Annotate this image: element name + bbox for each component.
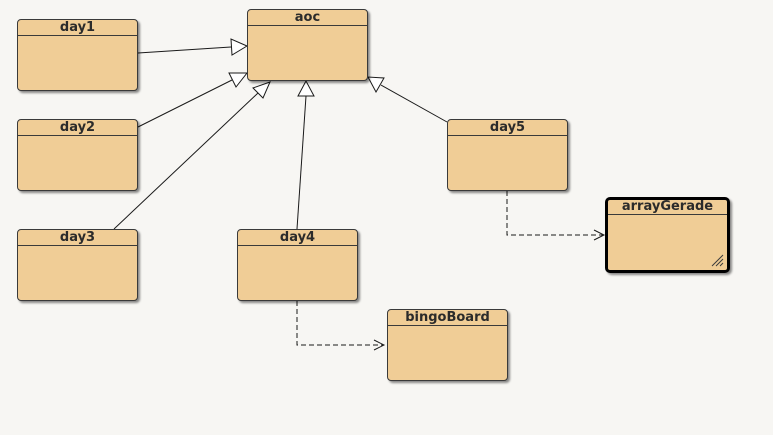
inheritance-line-day1-aoc [137,46,232,54]
class-day1-title: day1 [18,20,137,36]
class-day2-title: day2 [18,120,137,136]
dependency-line-day4-bingoboard [296,301,383,346]
class-day2[interactable]: day2 [17,119,138,191]
class-arraygerade[interactable]: arrayGerade [605,197,730,273]
inheritance-arrowhead-day5 [367,76,385,94]
resize-grip-icon [711,254,724,267]
class-day5[interactable]: day5 [447,119,568,191]
class-day3-title: day3 [18,230,137,246]
class-day3[interactable]: day3 [17,229,138,301]
inheritance-line-day4-aoc [296,95,307,230]
dependency-line-day5-arraygerade [506,191,603,236]
class-day1[interactable]: day1 [17,19,138,91]
inheritance-line-day2-aoc [137,79,233,128]
class-bingoboard-title: bingoBoard [388,310,507,326]
class-day4-title: day4 [238,230,357,246]
class-aoc-title: aoc [248,10,367,26]
inheritance-arrowhead-day3 [252,81,271,99]
class-bingoboard[interactable]: bingoBoard [387,309,508,381]
inheritance-line-day5-aoc [380,84,448,123]
dependency-arrowhead-arraygerade [593,229,606,241]
class-aoc[interactable]: aoc [247,9,368,81]
dependency-arrowhead-bingoboard [373,339,386,351]
class-day5-title: day5 [448,120,567,136]
class-day4[interactable]: day4 [237,229,358,301]
inheritance-arrowhead-day2 [228,72,249,88]
class-arraygerade-title: arrayGerade [608,200,727,215]
inheritance-arrowhead-day1 [230,38,249,56]
inheritance-arrowhead-day4 [297,79,315,97]
inheritance-line-day3-aoc [113,92,259,230]
